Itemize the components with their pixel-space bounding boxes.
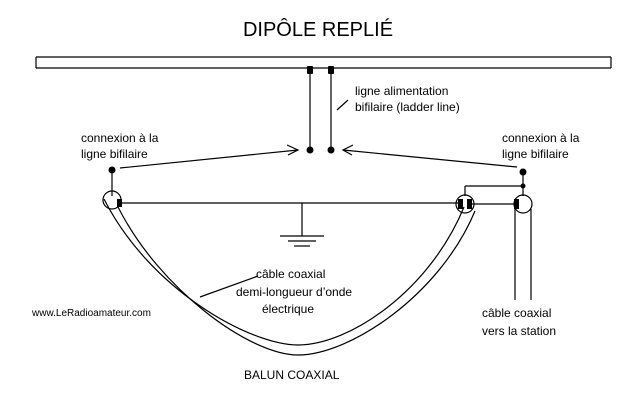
coax-pointer	[199, 275, 259, 298]
station-coax	[513, 194, 533, 300]
coax-label-2: demi-longueur d’onde	[236, 285, 352, 299]
ladder-line-pointer	[336, 99, 349, 111]
website-credit: www.LeRadioamateur.com	[31, 308, 151, 319]
diagram-title: DIPÔLE REPLIÉ	[243, 18, 393, 41]
connection-right-dot	[519, 168, 527, 176]
station-label-2: vers la station	[482, 324, 556, 338]
connection-left-label-1: connexion à la	[81, 131, 159, 145]
dipole-element	[35, 56, 612, 69]
arrow-left-connection	[119, 144, 300, 169]
ladder-terminal-left	[307, 66, 313, 74]
connection-right-label-2: ligne bifilaire	[502, 147, 569, 161]
ladder-end-left	[306, 146, 314, 154]
connection-right-label-1: connexion à la	[502, 131, 580, 145]
jumper-wires	[464, 175, 526, 205]
arrow-right-connection	[341, 144, 518, 168]
balun-coax-loop	[102, 190, 476, 356]
ladder-terminal-right	[328, 66, 334, 74]
ladder-end-right	[327, 146, 335, 154]
ladder-line-label-1: ligne alimentation	[355, 84, 448, 98]
balun-caption: BALUN COAXIAL	[244, 368, 340, 382]
station-label-1: câble coaxial	[482, 306, 551, 320]
coax-label-3: électrique	[262, 302, 314, 316]
coax-label-1: câble coaxial	[256, 267, 325, 281]
ground-icon	[280, 203, 324, 247]
ladder-line-label-2: bifilaire (ladder line)	[355, 100, 460, 114]
ladder-line	[306, 66, 335, 154]
connection-left-label-2: ligne bifilaire	[81, 147, 148, 161]
